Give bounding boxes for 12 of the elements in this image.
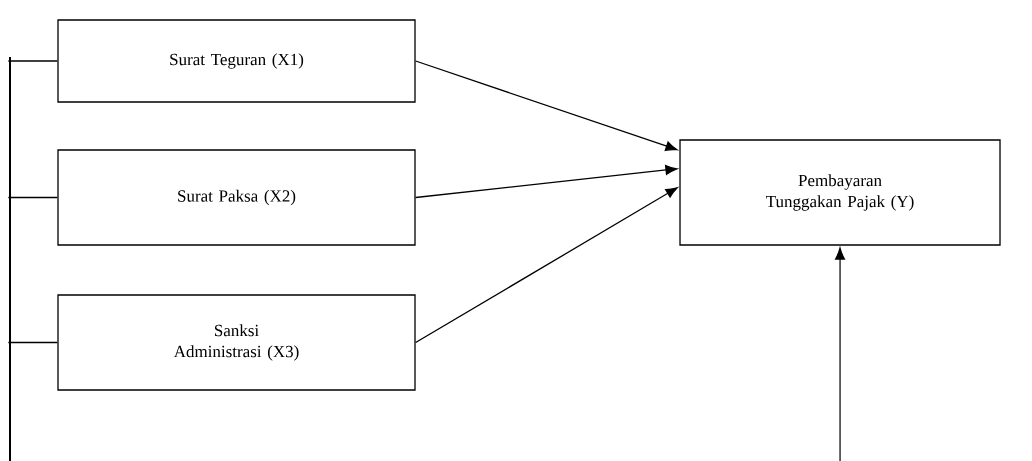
arrow: [835, 247, 845, 461]
arrow: [415, 165, 678, 199]
variable-box: Pembayaran Tunggakan Pajak (Y): [679, 139, 1001, 246]
variable-box: Surat Paksa (X2): [57, 149, 416, 246]
arrow: [415, 187, 678, 344]
arrow: [415, 60, 678, 151]
variable-box: Surat Teguran (X1): [57, 19, 416, 103]
connector-line: [7, 60, 58, 62]
bus-line: [9, 57, 11, 461]
variable-box: Sanksi Administrasi (X3): [57, 294, 416, 391]
connector-line: [7, 196, 58, 199]
connector-line: [7, 341, 58, 344]
